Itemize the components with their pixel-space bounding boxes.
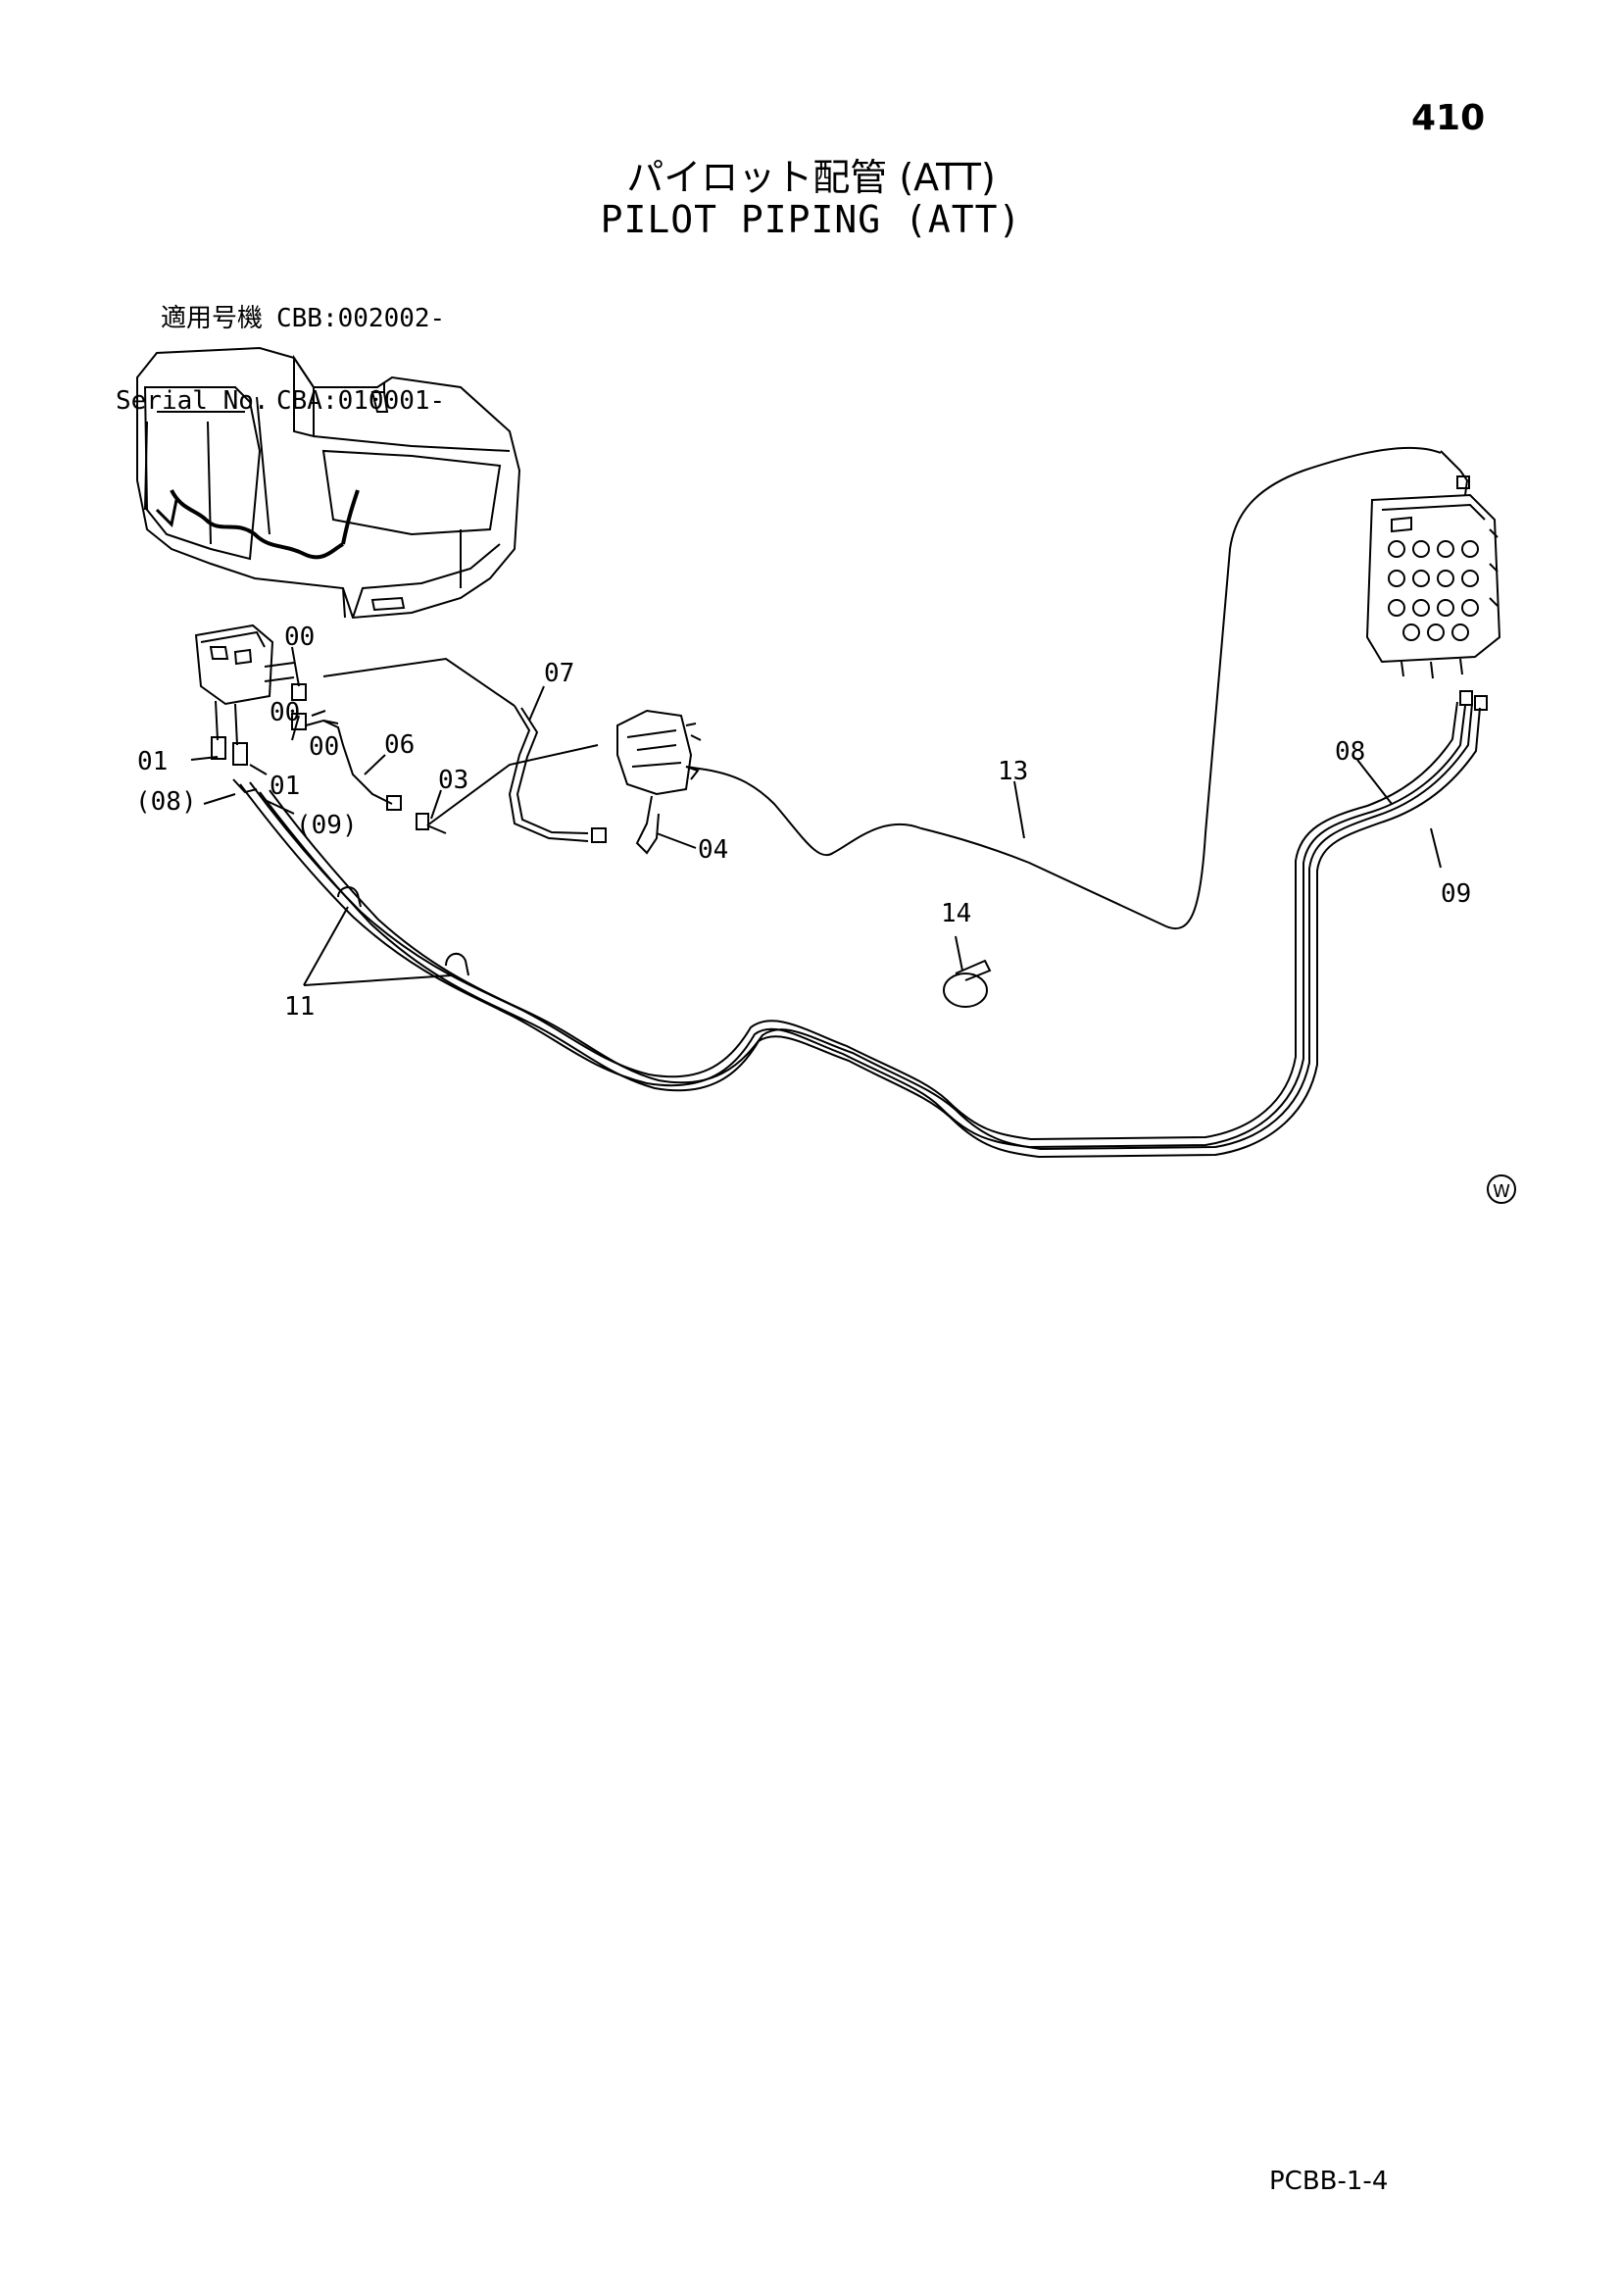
page-title-japanese: パイロット配管 (ATT) bbox=[626, 156, 996, 199]
hoses-08-09 bbox=[232, 690, 1488, 1159]
serial-value-english: CBA:010001- bbox=[276, 386, 446, 416]
page-number: 410 bbox=[1411, 98, 1486, 138]
footer-page-code: PCBB-1-4 bbox=[1269, 2167, 1389, 2196]
callout-00-lower: 00 bbox=[309, 732, 339, 762]
callout-01-left: 01 bbox=[137, 747, 168, 776]
callout-13: 13 bbox=[998, 757, 1028, 786]
serial-value-japanese: CBB:002002- bbox=[276, 304, 446, 333]
callout-07: 07 bbox=[544, 659, 574, 688]
page-title-english: PILOT PIPING (ATT) bbox=[600, 198, 1022, 241]
callout-08-paren: (08) bbox=[135, 787, 197, 817]
circled-w-letter: W bbox=[1493, 1181, 1510, 1202]
callout-labels: 00 00 00 01 01 (08) (09) 06 03 07 04 13 … bbox=[135, 623, 1471, 1022]
serial-label-english: Serial No. bbox=[116, 386, 270, 416]
clamps-11 bbox=[337, 886, 469, 976]
hose-06-07 bbox=[322, 657, 607, 843]
pipe-13 bbox=[685, 446, 1442, 929]
callout-14: 14 bbox=[941, 899, 971, 928]
excavator-illustration bbox=[136, 346, 521, 620]
callout-03: 03 bbox=[438, 766, 468, 795]
callout-00-top: 00 bbox=[284, 623, 315, 652]
leader-lines bbox=[190, 646, 1442, 986]
pilot-valve-left bbox=[194, 624, 429, 830]
callout-11: 11 bbox=[284, 992, 315, 1022]
serial-row-english: Serial No.CBA:010001- bbox=[116, 387, 445, 415]
callout-01-right: 01 bbox=[270, 772, 300, 801]
serial-label-japanese: 適用号機 bbox=[160, 304, 263, 333]
control-valve-right bbox=[1365, 450, 1501, 679]
callout-04: 04 bbox=[698, 835, 728, 865]
callout-00-mid: 00 bbox=[270, 698, 300, 727]
callout-06: 06 bbox=[384, 730, 415, 760]
callout-09: 09 bbox=[1441, 879, 1471, 909]
clamp-14 bbox=[943, 959, 992, 1008]
serial-row-japanese: 適用号機 CBB:002002- bbox=[116, 305, 445, 332]
serial-number-block: 適用号機 CBB:002002- Serial No.CBA:010001- bbox=[116, 250, 445, 442]
callout-09-paren: (09) bbox=[296, 811, 358, 840]
callout-08: 08 bbox=[1335, 737, 1365, 767]
control-valve-center bbox=[616, 709, 702, 855]
circled-w-mark: W bbox=[1487, 1174, 1516, 1204]
